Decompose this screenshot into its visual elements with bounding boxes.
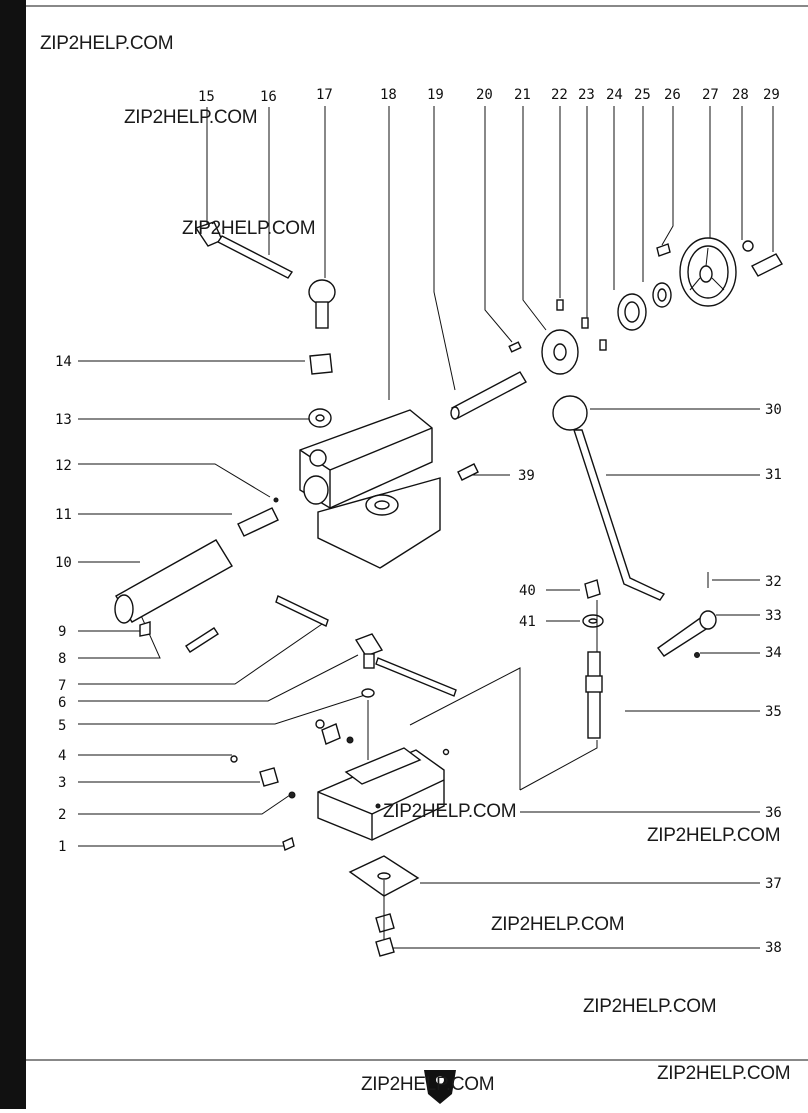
label-32: 32 <box>765 574 782 590</box>
label-27: 27 <box>702 87 719 103</box>
part-25-bearing <box>652 282 672 308</box>
label-11: 11 <box>55 507 72 523</box>
label-10: 10 <box>55 555 72 571</box>
part-26-key <box>656 243 671 257</box>
part-38-nuts <box>375 913 395 957</box>
label-38: 38 <box>765 940 782 956</box>
part-3-nut <box>259 767 279 787</box>
left-border <box>0 0 26 1109</box>
watermark-text: ZIP2HELP.COM <box>40 33 174 54</box>
label-5: 5 <box>58 718 66 734</box>
label-23: 23 <box>578 87 595 103</box>
part-20-key <box>508 341 522 353</box>
label-31: 31 <box>765 467 782 483</box>
label-7: 7 <box>58 678 66 694</box>
label-6: 6 <box>58 695 66 711</box>
label-20: 20 <box>476 87 493 103</box>
top-labels: 15 16 17 18 19 20 21 22 23 24 25 26 27 2… <box>198 87 780 105</box>
part-33-shaft <box>657 610 717 657</box>
part-31-lever <box>573 429 666 601</box>
part-6-clamp-block <box>354 633 384 669</box>
part-9-pin <box>139 621 151 637</box>
part-11-screw <box>237 507 279 537</box>
part-34-ball <box>694 652 700 658</box>
part-12-key <box>273 497 279 503</box>
label-4: 4 <box>58 748 66 764</box>
label-22: 22 <box>551 87 568 103</box>
part-40-nut <box>584 579 601 599</box>
label-2: 2 <box>58 807 66 823</box>
label-15: 15 <box>198 89 215 105</box>
part-35-eccentric-shaft <box>585 651 603 739</box>
left-leaders <box>78 360 366 847</box>
label-9: 9 <box>58 624 66 640</box>
part-17-bolt-head <box>308 279 336 329</box>
brand-emblem <box>424 1070 456 1104</box>
label-30: 30 <box>765 402 782 418</box>
watermark-text: ZIP2HELP.COM <box>491 914 625 935</box>
part-27-handwheel <box>679 237 737 307</box>
watermark-text: ZIP2HELP.COM <box>657 1063 791 1084</box>
label-21: 21 <box>514 87 531 103</box>
label-1: 1 <box>58 839 66 855</box>
watermark-text: ZIP2HELP.COM <box>583 996 717 1017</box>
part-2-ball <box>288 791 296 799</box>
part-22-23-screws <box>556 299 607 351</box>
top-leaders <box>206 106 774 400</box>
part-37-clamp-plate <box>348 855 420 897</box>
watermark-text: ZIP2HELP.COM <box>124 107 258 128</box>
part-10-quill <box>114 539 233 624</box>
label-28: 28 <box>732 87 749 103</box>
label-19: 19 <box>427 87 444 103</box>
label-33: 33 <box>765 608 782 624</box>
label-3: 3 <box>58 775 66 791</box>
label-24: 24 <box>606 87 623 103</box>
watermark-text: ZIP2HELP.COM <box>383 801 517 822</box>
part-30-ball-knob <box>552 395 588 431</box>
part-21-flange <box>541 329 579 375</box>
label-39: 39 <box>518 468 535 484</box>
part-14-nut <box>309 353 333 375</box>
part-18-tailstock-body <box>299 409 441 569</box>
part-41-washer <box>582 614 604 628</box>
watermark-text: ZIP2HELP.COM <box>647 825 781 846</box>
label-34: 34 <box>765 645 782 661</box>
left-labels: 14 13 12 11 10 9 8 7 6 5 4 3 2 1 <box>55 354 72 855</box>
label-29: 29 <box>763 87 780 103</box>
label-40: 40 <box>519 583 536 599</box>
label-18: 18 <box>380 87 397 103</box>
label-8: 8 <box>58 651 66 667</box>
part-7-bolt <box>275 595 457 697</box>
part-19-spindle <box>450 371 527 420</box>
label-14: 14 <box>55 354 72 370</box>
label-12: 12 <box>55 458 72 474</box>
part-1-pin <box>282 837 295 851</box>
part-13-washer <box>308 408 332 428</box>
label-25: 25 <box>634 87 651 103</box>
part-16-pin <box>216 235 294 279</box>
label-37: 37 <box>765 876 782 892</box>
part-4-ball <box>230 755 238 763</box>
label-17: 17 <box>316 87 333 103</box>
right-labels: 30 31 39 32 40 33 41 34 35 36 37 38 <box>518 402 782 956</box>
right-leaders <box>392 408 760 949</box>
watermark-text: ZIP2HELP.COM <box>361 1074 495 1095</box>
label-13: 13 <box>55 412 72 428</box>
label-26: 26 <box>664 87 681 103</box>
label-41: 41 <box>519 614 536 630</box>
part-28-nut <box>742 240 754 252</box>
part-36-base <box>315 719 450 841</box>
label-35: 35 <box>765 704 782 720</box>
part-39-pin <box>457 463 479 481</box>
label-16: 16 <box>260 89 277 105</box>
part-24-collar <box>617 293 647 331</box>
part-8-spring <box>185 627 219 653</box>
watermark-text: ZIP2HELP.COM <box>182 218 316 239</box>
part-5-washer <box>361 688 375 698</box>
part-29-handle <box>751 253 783 277</box>
label-36: 36 <box>765 805 782 821</box>
